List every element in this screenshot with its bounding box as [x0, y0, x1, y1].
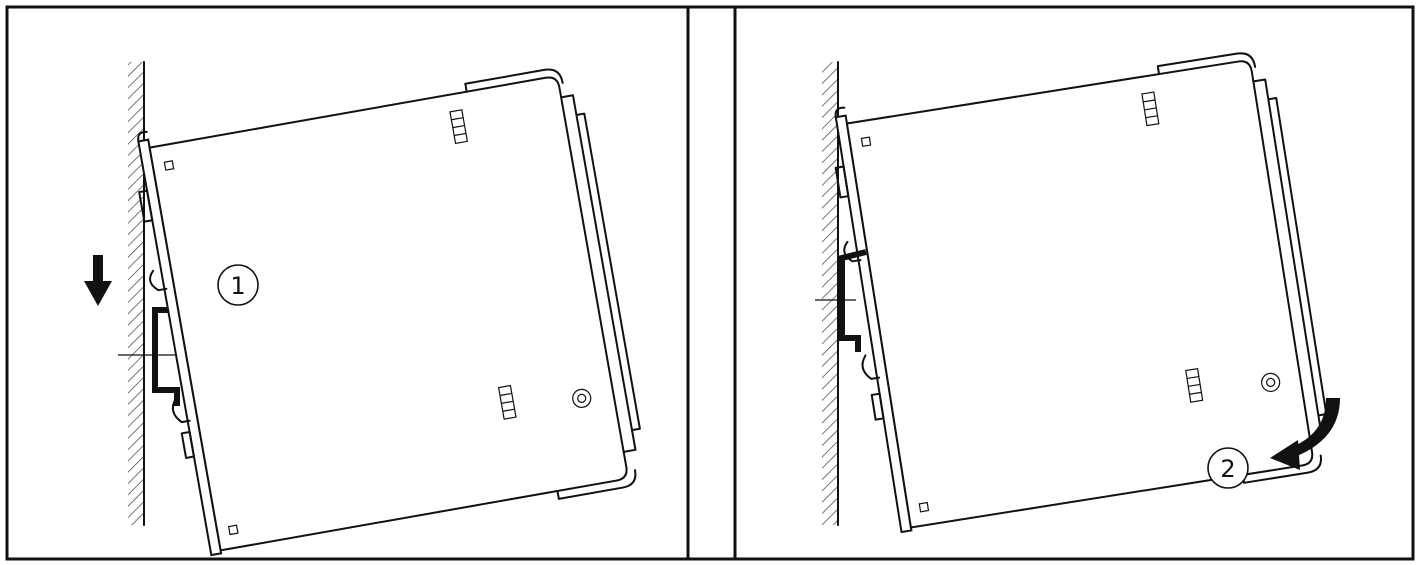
vent-slot [449, 109, 469, 145]
marker-square [163, 160, 175, 171]
outer-frame [5, 5, 1415, 561]
curved-arrow-icon [1270, 398, 1340, 470]
din-rail [815, 249, 867, 352]
vent-slot [497, 384, 517, 420]
panel-left: 1 [84, 61, 641, 557]
marker-square [860, 136, 872, 148]
power-supply-device [834, 52, 1328, 534]
step-2-marker: 2 [1207, 447, 1249, 489]
wall-hatch [128, 62, 144, 525]
step-1-marker: 1 [217, 264, 259, 306]
wall-hatch [822, 62, 838, 525]
vent-slot [1141, 91, 1160, 127]
step-1-label: 1 [230, 272, 245, 300]
step-2-label: 2 [1220, 455, 1235, 483]
vent-slot [1185, 367, 1204, 403]
marker-square [227, 524, 239, 536]
wall-right [822, 61, 839, 526]
panel-right: 2 [815, 52, 1340, 534]
potentiometer-icon [1261, 372, 1281, 393]
marker-square [918, 501, 930, 513]
down-arrow-icon [84, 255, 112, 306]
potentiometer-icon [572, 388, 592, 408]
power-supply-device [137, 68, 641, 557]
wall-left [128, 61, 145, 526]
